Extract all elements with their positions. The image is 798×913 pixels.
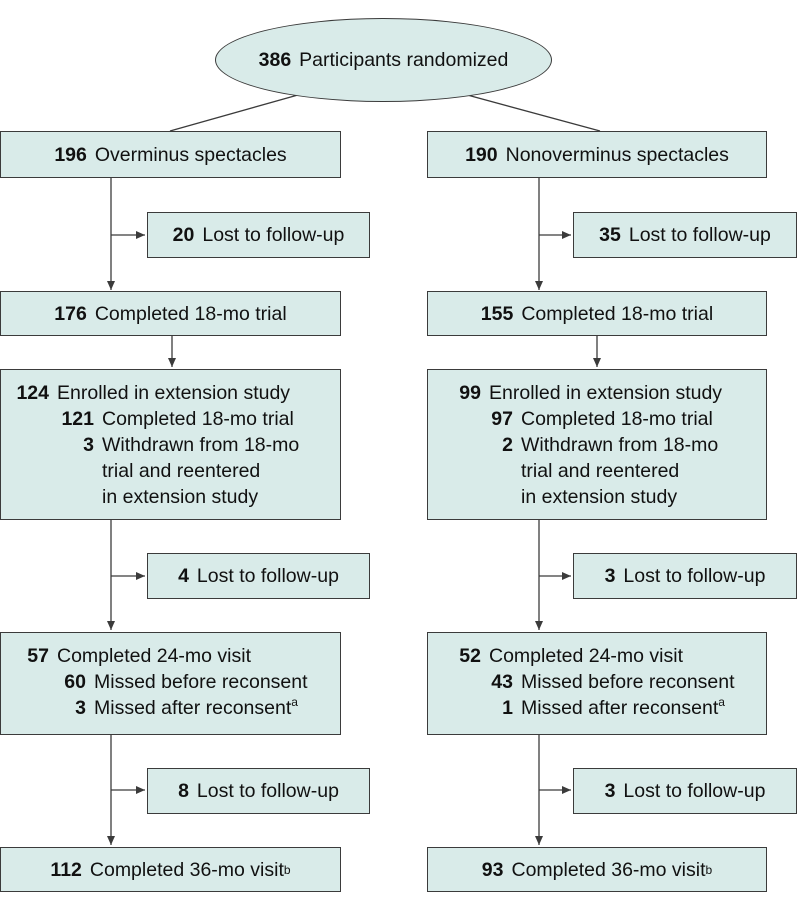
right-enrolled-sub1-label: Completed 18-mo trial [521,408,713,430]
left-lost3-count: 8 [178,780,189,802]
right-completed18-count: 155 [480,302,514,325]
left-enrolled-box: 124 Enrolled in extension study 121 Comp… [0,369,341,520]
right-visit24-sub1-count: 43 [491,671,513,693]
left-visit24-box: 57 Completed 24-mo visit 60 Missed befor… [0,632,341,735]
left-group-count: 196 [54,143,87,166]
right-visit24-box: 52 Completed 24-mo visit 43 Missed befor… [427,632,767,735]
right-lost1-box: 35 Lost to follow-up [573,212,797,258]
right-enrolled-label: Enrolled in extension study [489,382,723,404]
left-lost2-box: 4 Lost to follow-up [147,553,370,599]
split-line-right [459,92,601,132]
left-lost1-count: 20 [172,224,195,246]
right-completed18-label: Completed 18-mo trial [521,302,714,325]
right-group-box: 190 Nonoverminus spectacles [427,131,767,178]
right-visit24-label: Completed 24-mo visit [489,645,683,667]
right-lost1-label: Lost to follow-up [628,224,771,246]
right-enrolled-count: 99 [459,382,481,404]
split-line-left [169,92,306,132]
left-enrolled-sub1-label: Completed 18-mo trial [102,408,294,430]
right-completed18-box: 155 Completed 18-mo trial [427,291,767,336]
right-lost3-count: 3 [604,780,616,802]
randomized-label: Participants randomized [299,48,509,71]
right-group-label: Nonoverminus spectacles [505,143,729,166]
right-visit24-sub2-label: Missed after reconsent [521,697,719,719]
left-enrolled-sub2-line3: in extension study [102,486,259,508]
left-enrolled-sub1-count: 121 [61,408,94,430]
left-visit24-sub1-count: 60 [64,671,86,693]
left-visit36-label: Completed 36-mo visit [89,858,284,881]
left-enrolled-label: Enrolled in extension study [57,382,291,404]
left-enrolled-sub2-line2: trial and reentered [102,460,261,482]
left-group-label: Overminus spectacles [94,143,287,166]
right-enrolled-sub2-count: 2 [502,434,513,456]
left-visit36-count: 112 [50,858,82,881]
right-enrolled-box: 99 Enrolled in extension study 97 Comple… [427,369,767,520]
randomized-count: 386 [258,48,292,71]
left-enrolled-sub2-count: 3 [83,434,94,456]
right-visit36-label: Completed 36-mo visit [511,858,706,881]
left-completed18-label: Completed 18-mo trial [94,302,287,325]
right-visit24-sub2-footnote: a [718,695,725,709]
randomized-oval: 386 Participants randomized [215,18,552,102]
left-lost1-box: 20 Lost to follow-up [147,212,370,258]
left-enrolled-sub2-line1: Withdrawn from 18-mo [102,434,300,456]
right-enrolled-sub1-count: 97 [491,408,513,430]
right-visit24-sub1-label: Missed before reconsent [521,671,735,693]
right-lost2-box: 3 Lost to follow-up [573,553,797,599]
left-lost3-label: Lost to follow-up [196,780,339,802]
left-completed18-box: 176 Completed 18-mo trial [0,291,341,336]
right-visit24-count: 52 [459,645,481,667]
left-visit24-sub2-label: Missed after reconsent [94,697,292,719]
left-completed18-count: 176 [54,302,87,325]
right-group-count: 190 [465,143,498,166]
left-visit24-count: 57 [27,645,49,667]
right-lost3-box: 3 Lost to follow-up [573,768,797,814]
right-visit36-count: 93 [481,858,504,881]
right-enrolled-sub2-line2: trial and reentered [521,460,680,482]
right-lost3-label: Lost to follow-up [623,780,766,802]
left-enrolled-count: 124 [16,382,49,404]
right-lost1-count: 35 [599,224,621,246]
left-lost3-box: 8 Lost to follow-up [147,768,370,814]
right-enrolled-sub2-line3: in extension study [521,486,678,508]
left-lost1-label: Lost to follow-up [202,224,345,246]
left-visit24-sub2-count: 3 [75,697,86,719]
left-lost2-label: Lost to follow-up [196,565,339,587]
right-lost2-count: 3 [604,565,616,587]
right-enrolled-sub2-line1: Withdrawn from 18-mo [521,434,719,456]
right-lost2-label: Lost to follow-up [623,565,766,587]
right-visit24-sub2-count: 1 [502,697,513,719]
left-visit24-label: Completed 24-mo visit [57,645,251,667]
left-lost2-count: 4 [178,565,189,587]
left-visit24-sub1-label: Missed before reconsent [94,671,308,693]
left-visit24-sub2-footnote: a [291,695,298,709]
left-group-box: 196 Overminus spectacles [0,131,341,178]
